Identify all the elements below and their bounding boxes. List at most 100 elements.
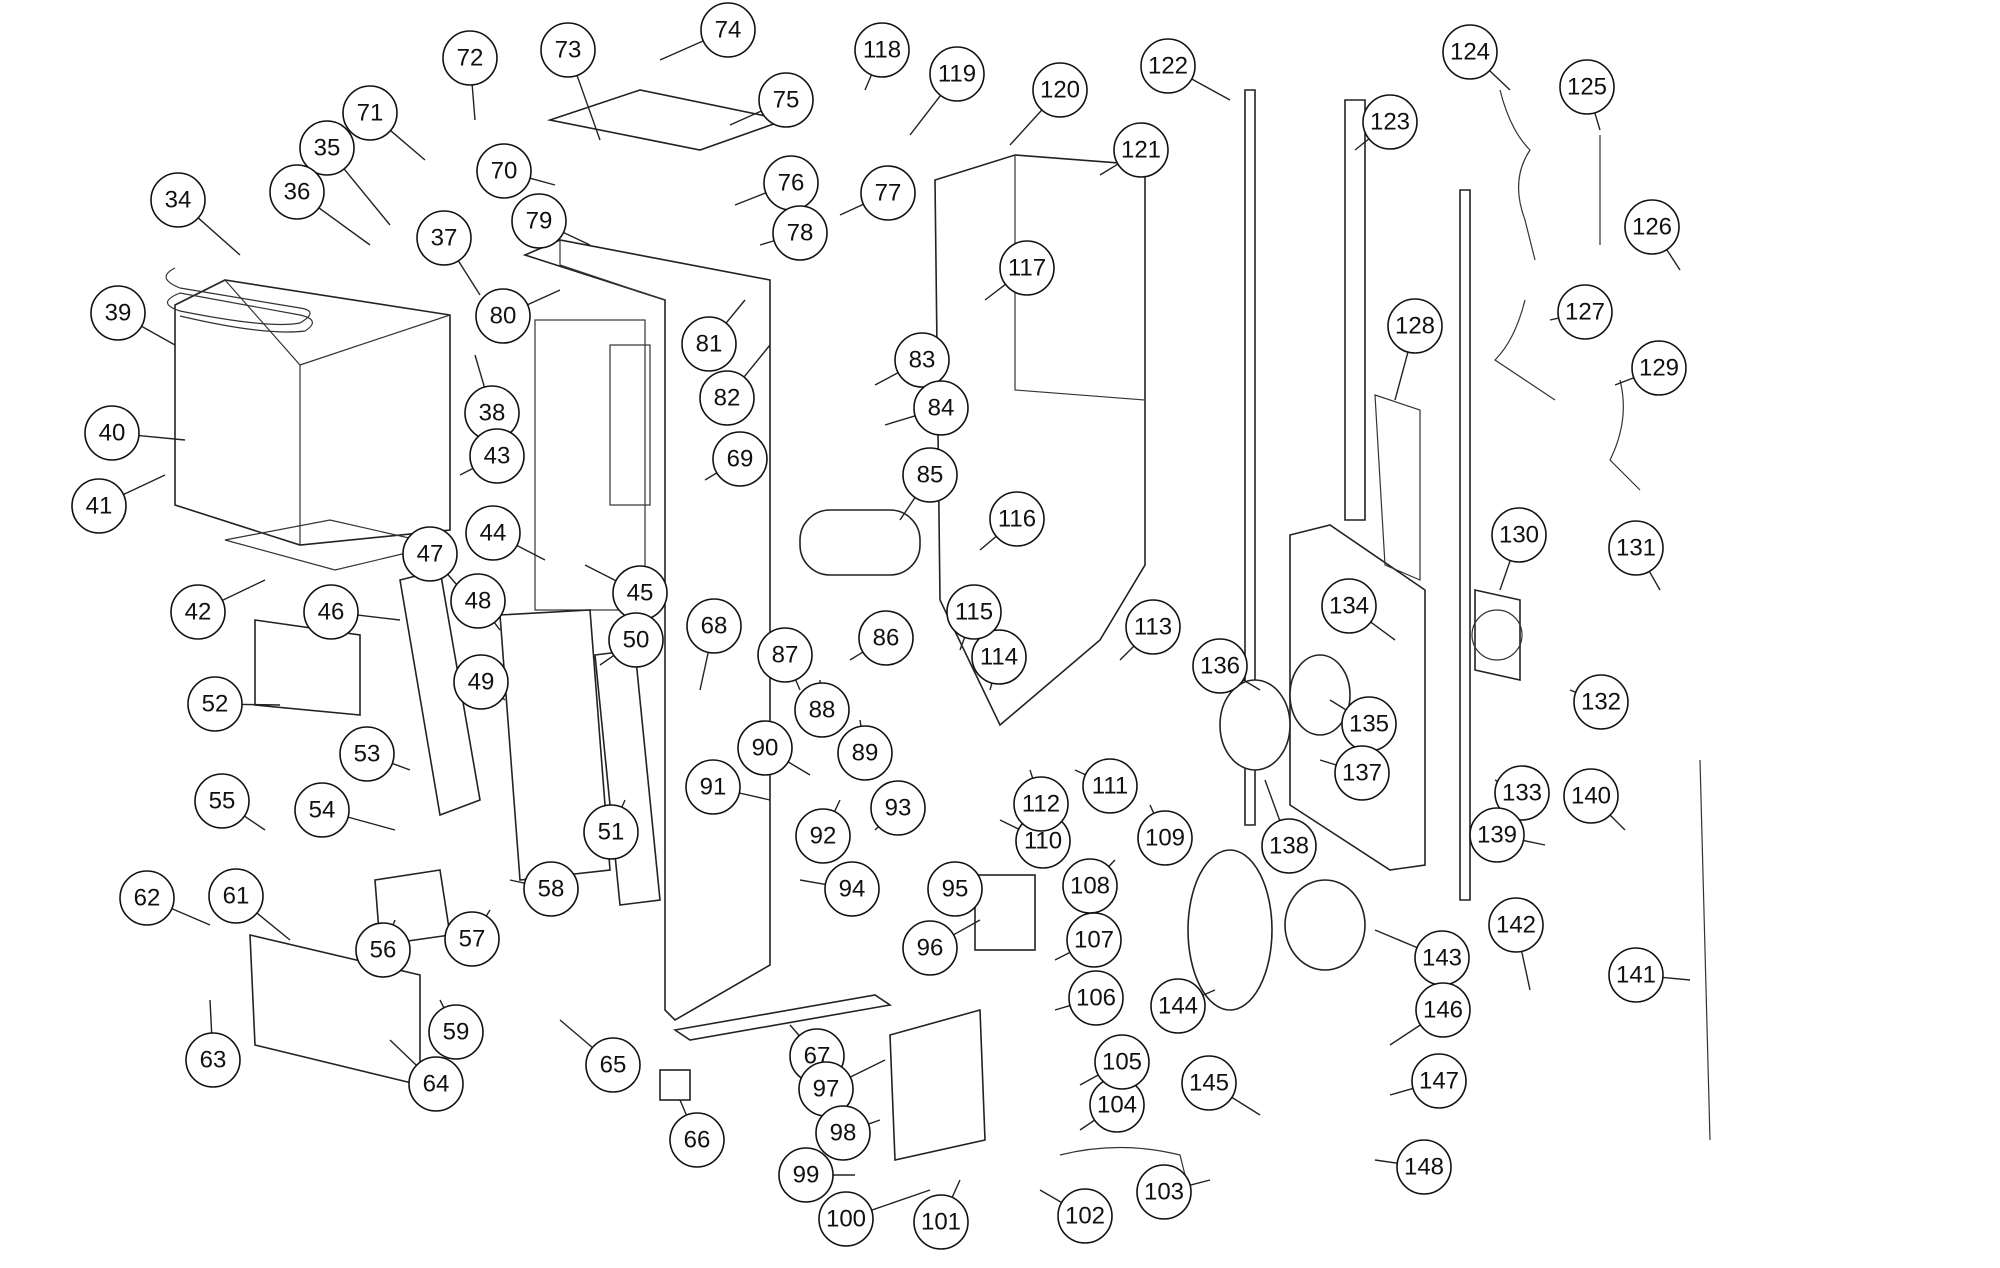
callout-circle xyxy=(1624,199,1680,255)
callout-circle xyxy=(854,22,910,78)
part-number-label: 96 xyxy=(917,935,944,962)
callout-circle xyxy=(511,193,567,249)
leader-line xyxy=(1319,759,1337,766)
callout-106: 106 xyxy=(1054,970,1124,1026)
callout-103: 103 xyxy=(1136,1164,1211,1220)
callout-142: 142 xyxy=(1488,897,1544,991)
control-board-bracket xyxy=(889,1008,986,1161)
leader-line xyxy=(1079,1074,1099,1086)
leader-line xyxy=(1108,859,1116,868)
leader-line xyxy=(141,325,176,346)
leader-line xyxy=(1370,621,1396,641)
callout-circle xyxy=(469,428,525,484)
callout-123: 123 xyxy=(1354,94,1418,151)
callout-90: 90 xyxy=(737,720,811,776)
leader-line xyxy=(909,94,942,136)
part-number-label: 59 xyxy=(443,1019,470,1046)
callout-circle xyxy=(1125,599,1181,655)
leader-line xyxy=(474,354,486,388)
callout-99: 99 xyxy=(778,1147,855,1203)
part-number-label: 68 xyxy=(701,613,728,640)
part-number-label: 132 xyxy=(1581,689,1621,716)
callout-circle xyxy=(1415,982,1471,1038)
leader-line xyxy=(1489,70,1511,91)
callout-circle xyxy=(608,612,664,668)
leader-line xyxy=(516,544,546,561)
leader-line xyxy=(1189,1179,1211,1186)
callout-76: 76 xyxy=(734,155,819,211)
part-number-label: 142 xyxy=(1496,912,1536,939)
callout-86: 86 xyxy=(849,610,914,666)
callout-40: 40 xyxy=(84,405,186,461)
leader-line xyxy=(799,879,826,886)
callout-84: 84 xyxy=(884,380,969,436)
callout-circle xyxy=(902,920,958,976)
callout-136: 136 xyxy=(1192,638,1261,694)
callout-circle xyxy=(1150,978,1206,1034)
callout-138: 138 xyxy=(1261,779,1317,874)
part-number-label: 131 xyxy=(1616,535,1656,562)
part-number-label: 74 xyxy=(715,17,742,44)
part-number-label: 79 xyxy=(526,208,553,235)
part-number-label: 62 xyxy=(134,885,161,912)
callout-circle xyxy=(416,210,472,266)
callout-104: 104 xyxy=(1079,1077,1145,1133)
callout-circle xyxy=(1631,340,1687,396)
callout-circle xyxy=(1068,970,1124,1026)
callout-94: 94 xyxy=(799,861,880,917)
part-number-label: 42 xyxy=(185,599,212,626)
callout-46: 46 xyxy=(303,584,401,640)
callout-circle xyxy=(71,478,127,534)
callout-circle xyxy=(870,780,926,836)
part-number-label: 116 xyxy=(998,506,1036,533)
part-number-label: 147 xyxy=(1419,1068,1459,1095)
callout-140: 140 xyxy=(1563,768,1626,831)
callout-circle xyxy=(818,1191,874,1247)
part-number-label: 54 xyxy=(309,797,336,824)
part-number-label: 51 xyxy=(598,819,625,846)
leader-line xyxy=(584,564,617,582)
leader-line xyxy=(979,535,997,551)
part-number-label: 134 xyxy=(1329,593,1369,620)
callout-125: 125 xyxy=(1559,59,1615,131)
leader-line xyxy=(1231,1096,1261,1116)
leader-line xyxy=(527,289,561,306)
callout-circle xyxy=(971,629,1027,685)
leader-line xyxy=(659,40,704,61)
part-number-label: 120 xyxy=(1040,77,1080,104)
part-number-label: 118 xyxy=(863,37,901,64)
callout-43: 43 xyxy=(459,428,525,484)
callout-41: 41 xyxy=(71,474,166,534)
callout-59: 59 xyxy=(428,999,484,1060)
callout-112: 112 xyxy=(1013,769,1069,832)
leader-line xyxy=(989,682,993,691)
leader-line xyxy=(1074,769,1086,776)
leader-line xyxy=(1594,112,1601,131)
part-number-label: 77 xyxy=(875,180,902,207)
callout-circle xyxy=(342,85,398,141)
leader-line xyxy=(599,654,615,666)
leader-line xyxy=(1609,814,1626,831)
callout-circle xyxy=(1140,38,1196,94)
callout-93: 93 xyxy=(870,780,926,836)
part-number-label: 144 xyxy=(1158,993,1198,1020)
leader-line xyxy=(197,217,241,256)
leader-line xyxy=(209,999,213,1034)
callout-circle xyxy=(999,240,1055,296)
callout-circle xyxy=(1057,1188,1113,1244)
callout-circle xyxy=(119,870,175,926)
callout-126: 126 xyxy=(1624,199,1681,271)
leader-line xyxy=(1029,769,1034,779)
part-number-label: 128 xyxy=(1395,313,1435,340)
leader-line xyxy=(759,240,775,246)
callout-44: 44 xyxy=(465,505,546,561)
part-number-label: 81 xyxy=(696,331,723,358)
leader-line xyxy=(1666,249,1681,271)
callout-143: 143 xyxy=(1374,929,1470,986)
callout-132: 132 xyxy=(1569,674,1629,730)
part-number-label: 113 xyxy=(1134,614,1172,641)
callout-circle xyxy=(1136,1164,1192,1220)
callout-circle xyxy=(1387,298,1443,354)
part-number-label: 70 xyxy=(491,158,518,185)
callout-circle xyxy=(712,431,768,487)
